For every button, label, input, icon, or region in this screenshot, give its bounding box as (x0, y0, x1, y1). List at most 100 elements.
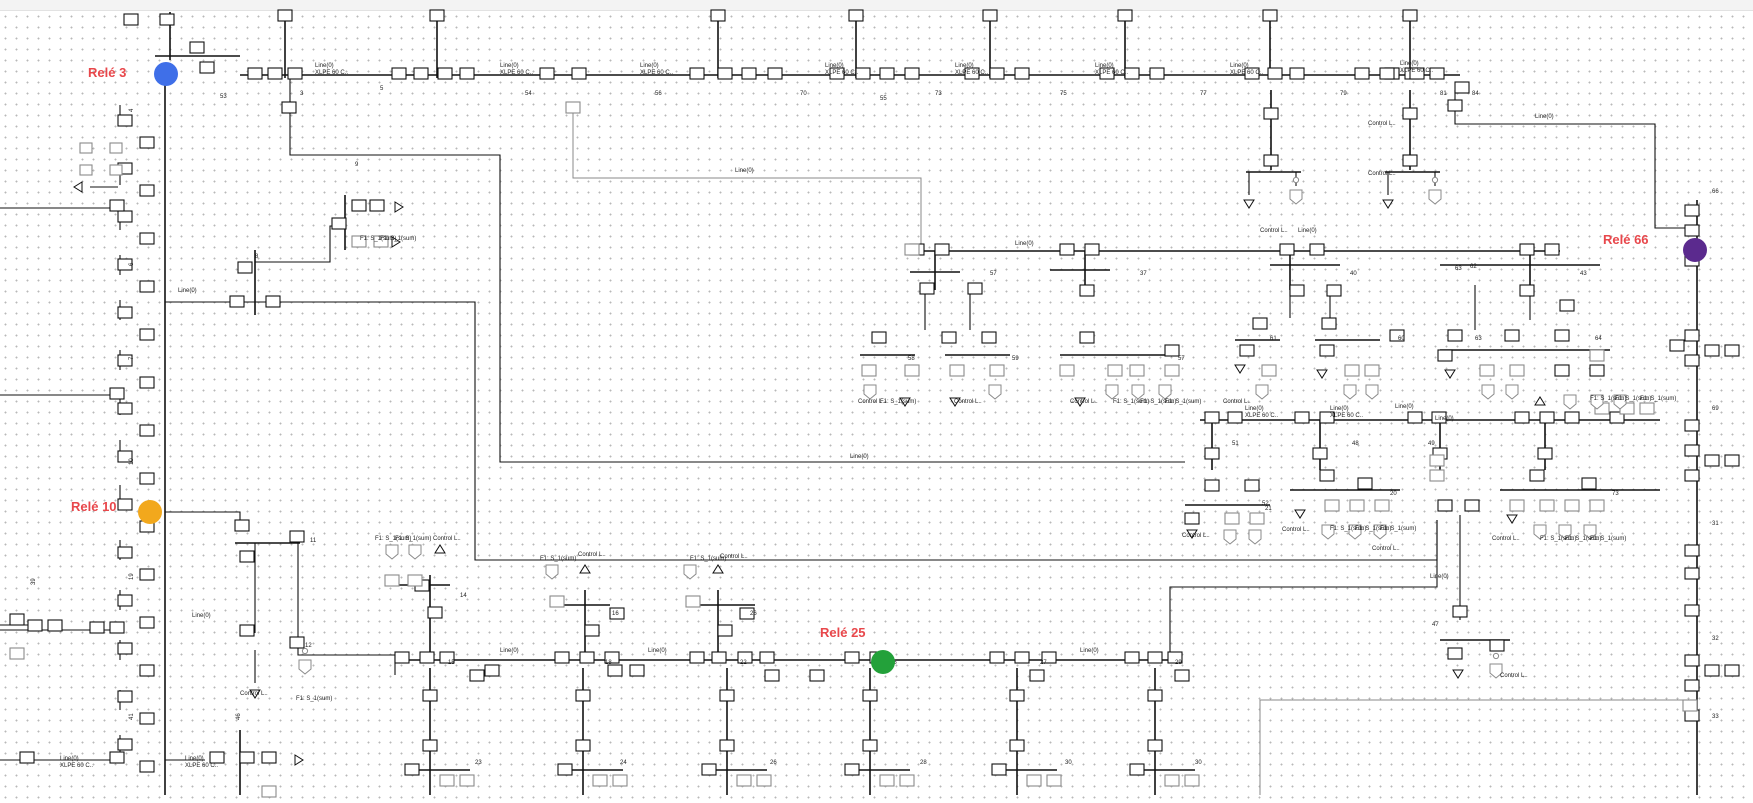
switch-box[interactable] (1204, 479, 1220, 492)
switch-box[interactable] (1564, 499, 1580, 512)
switch-box[interactable] (737, 651, 753, 664)
switch-box[interactable] (1124, 651, 1140, 664)
switch-box[interactable] (991, 763, 1007, 776)
switch-box[interactable] (904, 364, 920, 377)
switch-box[interactable] (289, 636, 305, 649)
switch-box[interactable] (719, 739, 735, 752)
switch-box[interactable] (1312, 447, 1328, 460)
switch-box[interactable] (767, 67, 783, 80)
switch-box[interactable] (384, 574, 400, 587)
switch-box[interactable] (1041, 651, 1057, 664)
switch-box[interactable] (1289, 284, 1305, 297)
switch-box[interactable] (1429, 67, 1445, 80)
switch-box[interactable] (1079, 331, 1095, 344)
switch-box[interactable] (1407, 411, 1423, 424)
switch-box[interactable] (584, 624, 600, 637)
switch-box[interactable] (117, 210, 133, 223)
switch-box[interactable] (139, 760, 155, 773)
switch-box[interactable] (1447, 647, 1463, 660)
switch-box[interactable] (1589, 499, 1605, 512)
switch-box[interactable] (879, 67, 895, 80)
switch-box[interactable] (1589, 364, 1605, 377)
switch-box[interactable] (736, 774, 752, 787)
switch-box[interactable] (139, 616, 155, 629)
switch-box[interactable] (579, 651, 595, 664)
switch-box[interactable] (199, 61, 215, 74)
switch-box[interactable] (209, 751, 225, 764)
switch-box[interactable] (941, 331, 957, 344)
switch-box[interactable] (1252, 317, 1268, 330)
switch-box[interactable] (287, 67, 303, 80)
switch-box[interactable] (1149, 67, 1165, 80)
switch-box[interactable] (871, 331, 887, 344)
switch-box[interactable] (1147, 689, 1163, 702)
switch-box[interactable] (391, 67, 407, 80)
switch-box[interactable] (1319, 411, 1335, 424)
switch-box[interactable] (1079, 284, 1095, 297)
switch-box[interactable] (79, 164, 93, 176)
switch-box[interactable] (1581, 477, 1597, 490)
switch-box[interactable] (1684, 604, 1700, 617)
switch-box[interactable] (1224, 512, 1240, 525)
switch-box[interactable] (1704, 664, 1720, 677)
switch-box[interactable] (109, 142, 123, 154)
switch-box[interactable] (351, 199, 367, 212)
switch-box[interactable] (689, 651, 705, 664)
switch-box[interactable] (739, 607, 755, 620)
switch-box[interactable] (1046, 774, 1062, 787)
switch-box[interactable] (139, 664, 155, 677)
switch-box[interactable] (139, 136, 155, 149)
switch-box[interactable] (1084, 243, 1100, 256)
switch-box[interactable] (967, 282, 983, 295)
switch-box[interactable] (1059, 243, 1075, 256)
switch-box[interactable] (484, 664, 500, 677)
switch-box[interactable] (710, 9, 726, 22)
switch-box[interactable] (159, 13, 175, 26)
switch-box[interactable] (701, 763, 717, 776)
switch-box[interactable] (117, 306, 133, 319)
switch-box[interactable] (689, 67, 705, 80)
switch-box[interactable] (989, 364, 1005, 377)
switch-box[interactable] (575, 689, 591, 702)
switch-box[interactable] (1379, 67, 1395, 80)
switch-box[interactable] (862, 689, 878, 702)
switch-box[interactable] (964, 67, 980, 80)
switch-box[interactable] (1321, 317, 1337, 330)
switch-box[interactable] (1509, 499, 1525, 512)
switch-box[interactable] (1724, 344, 1740, 357)
switch-box[interactable] (117, 258, 133, 271)
switch-box[interactable] (331, 217, 347, 230)
switch-box[interactable] (439, 651, 455, 664)
switch-box[interactable] (989, 67, 1005, 80)
switch-box[interactable] (1244, 67, 1260, 80)
switch-box[interactable] (719, 689, 735, 702)
switch-box[interactable] (565, 101, 581, 114)
switch-box[interactable] (609, 607, 625, 620)
switch-box[interactable] (862, 739, 878, 752)
switch-box[interactable] (1357, 477, 1373, 490)
switch-box[interactable] (899, 774, 915, 787)
switch-box[interactable] (554, 651, 570, 664)
switch-box[interactable] (261, 785, 277, 798)
switch-box[interactable] (904, 67, 920, 80)
switch-box[interactable] (117, 450, 133, 463)
switch-box[interactable] (1204, 447, 1220, 460)
switch-box[interactable] (404, 763, 420, 776)
switch-box[interactable] (1519, 243, 1535, 256)
switch-box[interactable] (1262, 9, 1278, 22)
switch-box[interactable] (394, 651, 410, 664)
switch-box[interactable] (267, 67, 283, 80)
switch-box[interactable] (139, 424, 155, 437)
switch-box[interactable] (422, 689, 438, 702)
switch-box[interactable] (1263, 154, 1279, 167)
switch-box[interactable] (1107, 364, 1123, 377)
switch-box[interactable] (1164, 774, 1180, 787)
switch-box[interactable] (47, 619, 63, 632)
switch-box[interactable] (607, 664, 623, 677)
switch-box[interactable] (459, 774, 475, 787)
relay-66-marker[interactable] (1683, 238, 1707, 262)
switch-box[interactable] (1504, 329, 1520, 342)
switch-box[interactable] (1447, 329, 1463, 342)
switch-box[interactable] (1164, 364, 1180, 377)
switch-box[interactable] (1684, 709, 1700, 722)
